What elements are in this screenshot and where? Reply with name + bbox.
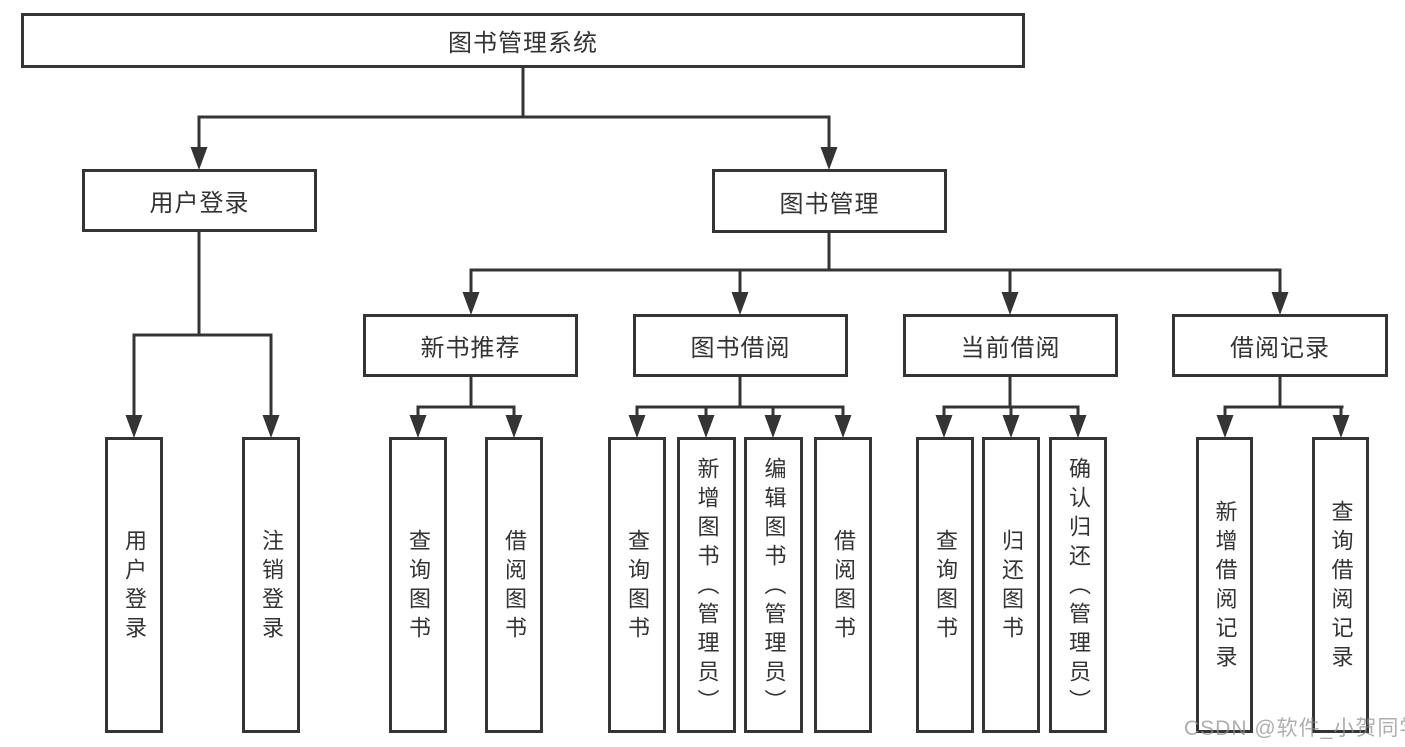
node-library-management-system: 图书管理系统 xyxy=(21,13,1025,68)
leaf-query-books-current: 查询图书 xyxy=(916,437,974,733)
leaf-add-book-admin: 新增图书（管理员） xyxy=(677,437,736,733)
leaf-borrow-books: 借阅图书 xyxy=(814,437,872,733)
leaf-return-book: 归还图书 xyxy=(982,437,1040,733)
node-book-borrowing: 图书借阅 xyxy=(633,314,848,377)
node-new-book-recommend: 新书推荐 xyxy=(363,314,578,377)
leaf-confirm-return-admin: 确认归还（管理员） xyxy=(1049,437,1107,733)
leaf-borrow-books-recommend: 借阅图书 xyxy=(485,437,543,733)
node-current-borrowing: 当前借阅 xyxy=(903,314,1118,377)
leaf-query-books-recommend: 查询图书 xyxy=(389,437,447,733)
leaf-edit-book-admin: 编辑图书（管理员） xyxy=(744,437,803,733)
node-user-login: 用户登录 xyxy=(82,169,317,232)
leaf-user-login: 用户登录 xyxy=(105,437,163,733)
leaf-add-borrow-record: 新增借阅记录 xyxy=(1196,437,1253,733)
leaf-query-borrow-record: 查询借阅记录 xyxy=(1312,437,1369,733)
csdn-watermark: CSDN @软件_小贺同学 xyxy=(1184,717,1405,740)
leaf-query-books-borrow: 查询图书 xyxy=(608,437,666,733)
node-book-management: 图书管理 xyxy=(712,169,947,233)
leaf-logout: 注销登录 xyxy=(242,437,300,733)
node-borrowing-records: 借阅记录 xyxy=(1172,314,1388,377)
